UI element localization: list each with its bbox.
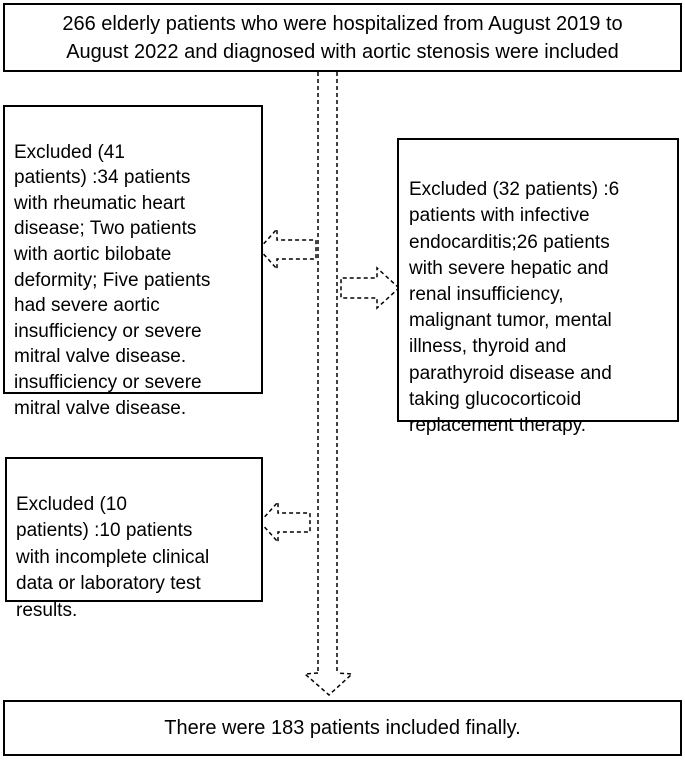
left-arrow-2-icon <box>258 500 311 544</box>
right-arrow-icon <box>340 266 401 310</box>
inclusion-box-text: 266 elderly patients who were hospitaliz… <box>62 12 623 63</box>
excluded-32-box: Excluded (32 patients) :6 patients with … <box>397 138 679 436</box>
left-arrow-1-icon <box>257 227 317 271</box>
final-inclusion-box-text: There were 183 patients included finally… <box>164 717 521 739</box>
down-arrow-icon <box>303 72 354 697</box>
excluded-41-box: Excluded (41 patients) :34 patients with… <box>3 105 263 419</box>
excluded-32-box-text: Excluded (32 patients) :6 patients with … <box>409 179 620 437</box>
excluded-41-box-text: Excluded (41 patients) :34 patients with… <box>14 141 211 419</box>
final-inclusion-box: There were 183 patients included finally… <box>3 700 682 756</box>
excluded-10-box-text: Excluded (10 patients) :10 patients with… <box>16 493 210 621</box>
excluded-10-box: Excluded (10 patients) :10 patients with… <box>5 457 263 621</box>
inclusion-box: 266 elderly patients who were hospitaliz… <box>3 3 682 72</box>
